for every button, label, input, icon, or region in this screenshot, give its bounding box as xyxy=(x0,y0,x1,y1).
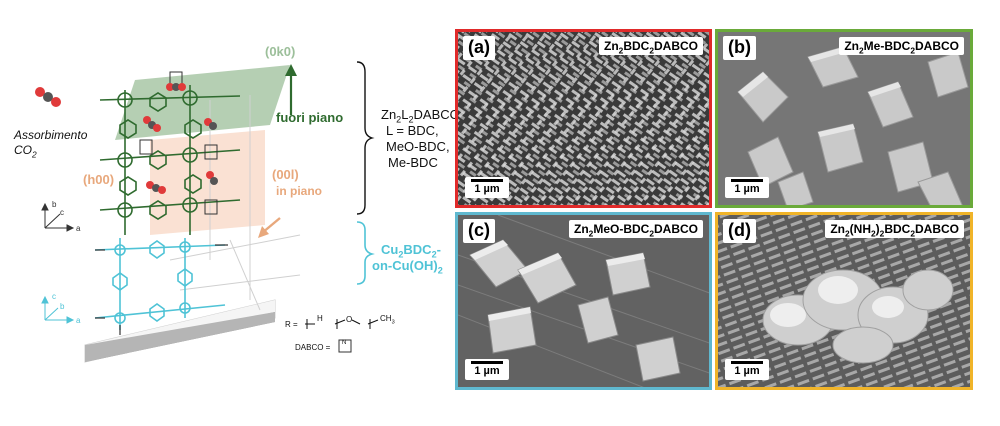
label-in-piano: in piano xyxy=(276,184,322,198)
panel-b-scale-bar: 1 µm xyxy=(725,177,769,198)
ligand-line-3: Me-BDC xyxy=(388,155,438,170)
panel-c-scale-bar: 1 µm xyxy=(465,359,509,380)
out-of-plane-arrow xyxy=(285,64,297,115)
framework-diagram: (0k0) fuori piano Assorbimento CO2 (h00)… xyxy=(0,0,460,421)
dabco-label: DABCO = xyxy=(295,343,331,352)
sem-texture-b xyxy=(718,32,970,205)
r-h: H xyxy=(317,314,323,323)
framework-svg xyxy=(35,61,379,363)
label-plane-h00: (h00) xyxy=(83,172,115,187)
co2-text: CO xyxy=(14,143,32,157)
sem-panel-b: (b) Zn2Me-BDC2DABCO 1 µm xyxy=(715,29,973,208)
in-plane-arrow xyxy=(258,217,281,238)
panel-a-title: Zn2BDC2DABCO xyxy=(598,37,703,55)
panel-a-scale-bar: 1 µm xyxy=(465,177,509,198)
cu-lattice xyxy=(94,238,226,330)
cu-label-line-1: Cu2BDC2- xyxy=(381,242,441,260)
sem-texture-d xyxy=(718,215,970,387)
plane-h00 xyxy=(150,130,265,235)
label-fuori-piano: fuori piano xyxy=(276,110,344,125)
ligand-line-2: MeO-BDC, xyxy=(386,139,450,154)
panel-c-letter: (c) xyxy=(463,219,495,243)
r-groups xyxy=(305,319,379,329)
panel-d-title: Zn2(NH2)2BDC2DABCO xyxy=(825,220,964,238)
axis-label-b: b xyxy=(52,200,57,209)
zn-mof-lattice xyxy=(99,85,241,235)
sem-panel-d: (d) Zn2(NH2)2BDC2DABCO 1 µm xyxy=(715,212,973,390)
r-label: R = xyxy=(285,320,298,329)
panel-b-title: Zn2Me-BDC2DABCO xyxy=(839,37,964,55)
label-assorbimento: Assorbimento xyxy=(14,128,88,142)
sem-panel-c: (c) Zn2MeO-BDC2DABCO 1 µm xyxy=(455,212,712,390)
ligand-line-1: L = BDC, xyxy=(386,123,439,138)
cu-black-bonds xyxy=(95,244,228,335)
axis-label-c-cyan: c xyxy=(52,292,56,301)
formula-rest: L xyxy=(401,107,409,122)
dabco-n: N xyxy=(342,340,347,346)
label-plane-00l: (00l) xyxy=(272,167,299,182)
formula-tail: DABCO xyxy=(413,107,460,122)
formula-zn2l2dabco: Zn2L2DABCO xyxy=(381,107,460,125)
brace-cu xyxy=(356,221,375,285)
brace-zn xyxy=(356,61,375,215)
formula-prefix: Zn xyxy=(381,107,397,122)
axis-label-c: c xyxy=(60,208,64,217)
axis-label-a-cyan: a xyxy=(76,316,81,325)
panel-b-letter: (b) xyxy=(723,36,756,60)
r-ch3: CH3 xyxy=(380,314,395,326)
r-o: O xyxy=(346,315,353,324)
axis-label-a: a xyxy=(76,224,81,233)
panel-d-scale-bar: 1 µm xyxy=(725,359,769,380)
co2-molecules xyxy=(35,83,218,194)
co2-subscript: 2 xyxy=(32,149,37,160)
label-plane-0k0: (0k0) xyxy=(265,44,296,59)
panel-d-letter: (d) xyxy=(723,219,756,243)
sem-panel-a: (a) Zn2BDC2DABCO 1 µm xyxy=(455,29,712,208)
axes-zn xyxy=(41,202,75,232)
axis-label-b-cyan: b xyxy=(60,302,65,311)
sem-texture-c xyxy=(458,215,709,387)
co2-molecule xyxy=(35,87,61,107)
plane-0k0 xyxy=(115,65,290,140)
sem-texture-a xyxy=(458,32,709,205)
panel-a-letter: (a) xyxy=(463,36,495,60)
cu-label-line-2: on-Cu(OH)2 xyxy=(372,258,443,276)
label-co2: CO2 xyxy=(14,143,37,160)
dabco-icon-sketch xyxy=(338,339,352,353)
panel-c-title: Zn2MeO-BDC2DABCO xyxy=(568,220,703,238)
axes-cu xyxy=(41,295,75,324)
